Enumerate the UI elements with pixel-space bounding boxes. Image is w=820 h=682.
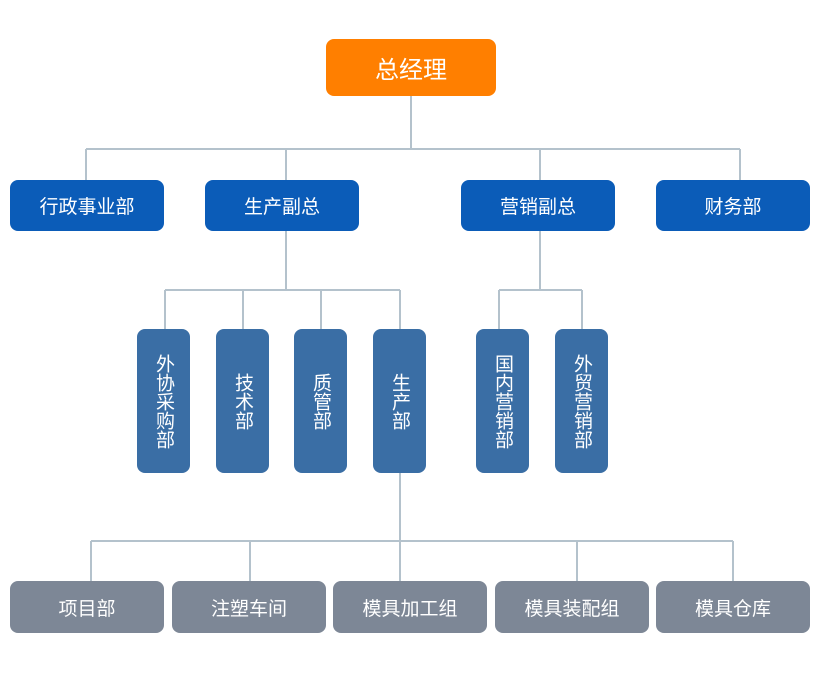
finance-dept-box: 财务部 xyxy=(656,180,810,231)
foreign-trade-sales-label: 外贸营销部 xyxy=(571,353,593,449)
mold-assembly-box: 模具装配组 xyxy=(495,581,649,633)
quality-dept-label: 质管部 xyxy=(310,372,332,430)
injection-workshop-label: 注塑车间 xyxy=(210,597,287,620)
mold-assembly-label: 模具装配组 xyxy=(524,597,620,620)
production-vp-label: 生产副总 xyxy=(243,196,320,218)
project-dept-box: 项目部 xyxy=(10,581,164,633)
sales-vp-box: 营销副总 xyxy=(461,180,615,231)
mold-machining-box: 模具加工组 xyxy=(333,581,487,633)
sales-vp-label: 营销副总 xyxy=(499,196,576,218)
production-dept-label: 生产部 xyxy=(389,372,411,430)
domestic-sales-label: 国内营销部 xyxy=(492,353,514,449)
technical-dept-label: 技术部 xyxy=(232,372,254,430)
foreign-trade-sales-box: 外贸营销部 xyxy=(555,329,608,473)
mold-machining-label: 模具加工组 xyxy=(362,597,458,620)
project-dept-label: 项目部 xyxy=(58,597,116,620)
production-dept-box: 生产部 xyxy=(373,329,426,473)
outsourcing-purchasing-box: 外协采购部 xyxy=(137,329,190,473)
quality-dept-box: 质管部 xyxy=(294,329,347,473)
general-manager-label: 总经理 xyxy=(375,56,447,84)
domestic-sales-box: 国内营销部 xyxy=(476,329,529,473)
admin-dept-box: 行政事业部 xyxy=(10,180,164,231)
outsourcing-purchasing-label: 外协采购部 xyxy=(153,353,175,449)
mold-warehouse-box: 模具仓库 xyxy=(656,581,810,633)
mold-warehouse-label: 模具仓库 xyxy=(694,597,771,620)
injection-workshop-box: 注塑车间 xyxy=(172,581,326,633)
production-vp-box: 生产副总 xyxy=(205,180,359,231)
finance-dept-label: 财务部 xyxy=(704,196,762,218)
technical-dept-box: 技术部 xyxy=(216,329,269,473)
general-manager-box: 总经理 xyxy=(326,39,496,96)
admin-dept-label: 行政事业部 xyxy=(39,196,135,218)
